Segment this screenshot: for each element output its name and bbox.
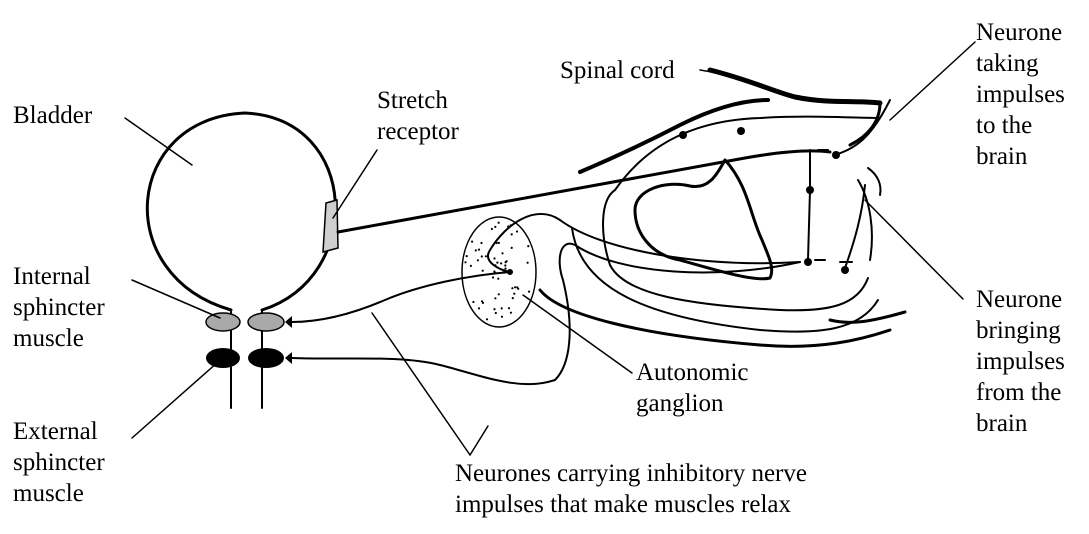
stretch-receptor-label: Stretch receptor <box>377 87 460 145</box>
ganglion-dot <box>464 261 466 263</box>
ganglion-dot <box>481 300 483 302</box>
autonomic-ganglion-label: Autonomic ganglion <box>636 359 755 417</box>
external-sphincter-muscle <box>206 348 284 368</box>
bladder-label: Bladder <box>13 102 93 129</box>
descending-neurone <box>679 127 865 274</box>
bladder-pointer <box>125 118 192 165</box>
ganglion-dot <box>513 293 515 295</box>
ganglion-dot <box>498 222 500 224</box>
ganglion-dot <box>491 228 493 230</box>
ganglion-dot <box>511 247 513 249</box>
ganglion-dot <box>500 262 502 264</box>
inhibitory-neurones-pointer <box>372 313 488 455</box>
spinal-cord-label: Spinal cord <box>560 57 675 84</box>
neurone-to-brain-pointer <box>890 42 975 120</box>
ganglion-dot <box>497 278 499 280</box>
ganglion-dot <box>504 264 506 266</box>
neurone-from-brain-label: Neurone bringing impulses from the brain <box>976 286 1071 437</box>
ganglion-dot <box>528 291 530 293</box>
internal-sphincter-label: Internal sphincter muscle <box>13 263 111 352</box>
ganglion-dot <box>470 265 472 267</box>
ganglion-dot <box>498 293 500 295</box>
ganglion-dot <box>498 242 500 244</box>
motor-ending-internal <box>285 316 292 328</box>
ganglion-dot <box>506 260 508 262</box>
sensory-neurone <box>338 151 830 232</box>
ganglion-dot <box>493 257 495 259</box>
neurone-from-brain-pointer <box>865 200 963 299</box>
stretch-receptor <box>323 200 338 252</box>
ganglion-dot <box>478 307 480 309</box>
ganglion-dot <box>501 252 503 254</box>
ganglion-dot <box>482 270 484 272</box>
stretch-receptor-pointer <box>333 150 377 218</box>
ganglion-dot <box>477 259 479 261</box>
spinal-cord <box>540 70 905 346</box>
external-sphincter-label: External sphincter muscle <box>13 418 111 507</box>
ganglion-dot <box>512 297 514 299</box>
ganglion-dot <box>508 307 510 309</box>
ganglion-dot <box>478 249 480 251</box>
ganglion-dot <box>514 286 516 288</box>
ganglion-dot <box>511 287 513 289</box>
ganglion-dot <box>510 312 512 314</box>
internal-sphincter-muscle <box>206 313 284 331</box>
ganglion-dot <box>494 226 496 228</box>
autonomic-ganglion-pointer <box>523 295 632 373</box>
ganglion-dot <box>501 307 503 309</box>
motor-ending-external <box>285 352 292 364</box>
ganglion-dot <box>466 255 468 257</box>
ganglion-dot <box>480 242 482 244</box>
ganglion-dot <box>471 241 473 243</box>
ganglion-dot <box>494 297 496 299</box>
ganglion-dot <box>495 312 497 314</box>
ganglion-dot <box>475 249 477 251</box>
bladder <box>147 113 335 408</box>
ganglion-dot <box>485 255 487 257</box>
ganglion-dot <box>496 262 498 264</box>
ganglion-dot <box>493 270 495 272</box>
ganglion-dot <box>492 276 494 278</box>
ganglion-dot <box>481 255 483 257</box>
ganglion-dot <box>511 233 513 235</box>
ganglion-dot <box>516 230 518 232</box>
inhibitory-neurones-label: Neurones carrying inhibitory nerve impul… <box>455 460 813 518</box>
ganglion-dot <box>527 245 529 247</box>
ganglion-dot <box>472 301 474 303</box>
ganglion-dot <box>501 316 503 318</box>
ganglion-dot <box>527 262 529 264</box>
ganglion-dot <box>504 268 506 270</box>
neurone-to-brain-label: Neurone taking impulses to the brain <box>976 19 1071 170</box>
ganglion-dot <box>516 286 518 288</box>
external-sphincter-pointer <box>132 362 218 438</box>
ganglion-dot <box>493 308 495 310</box>
ganglion-dot <box>486 318 488 320</box>
